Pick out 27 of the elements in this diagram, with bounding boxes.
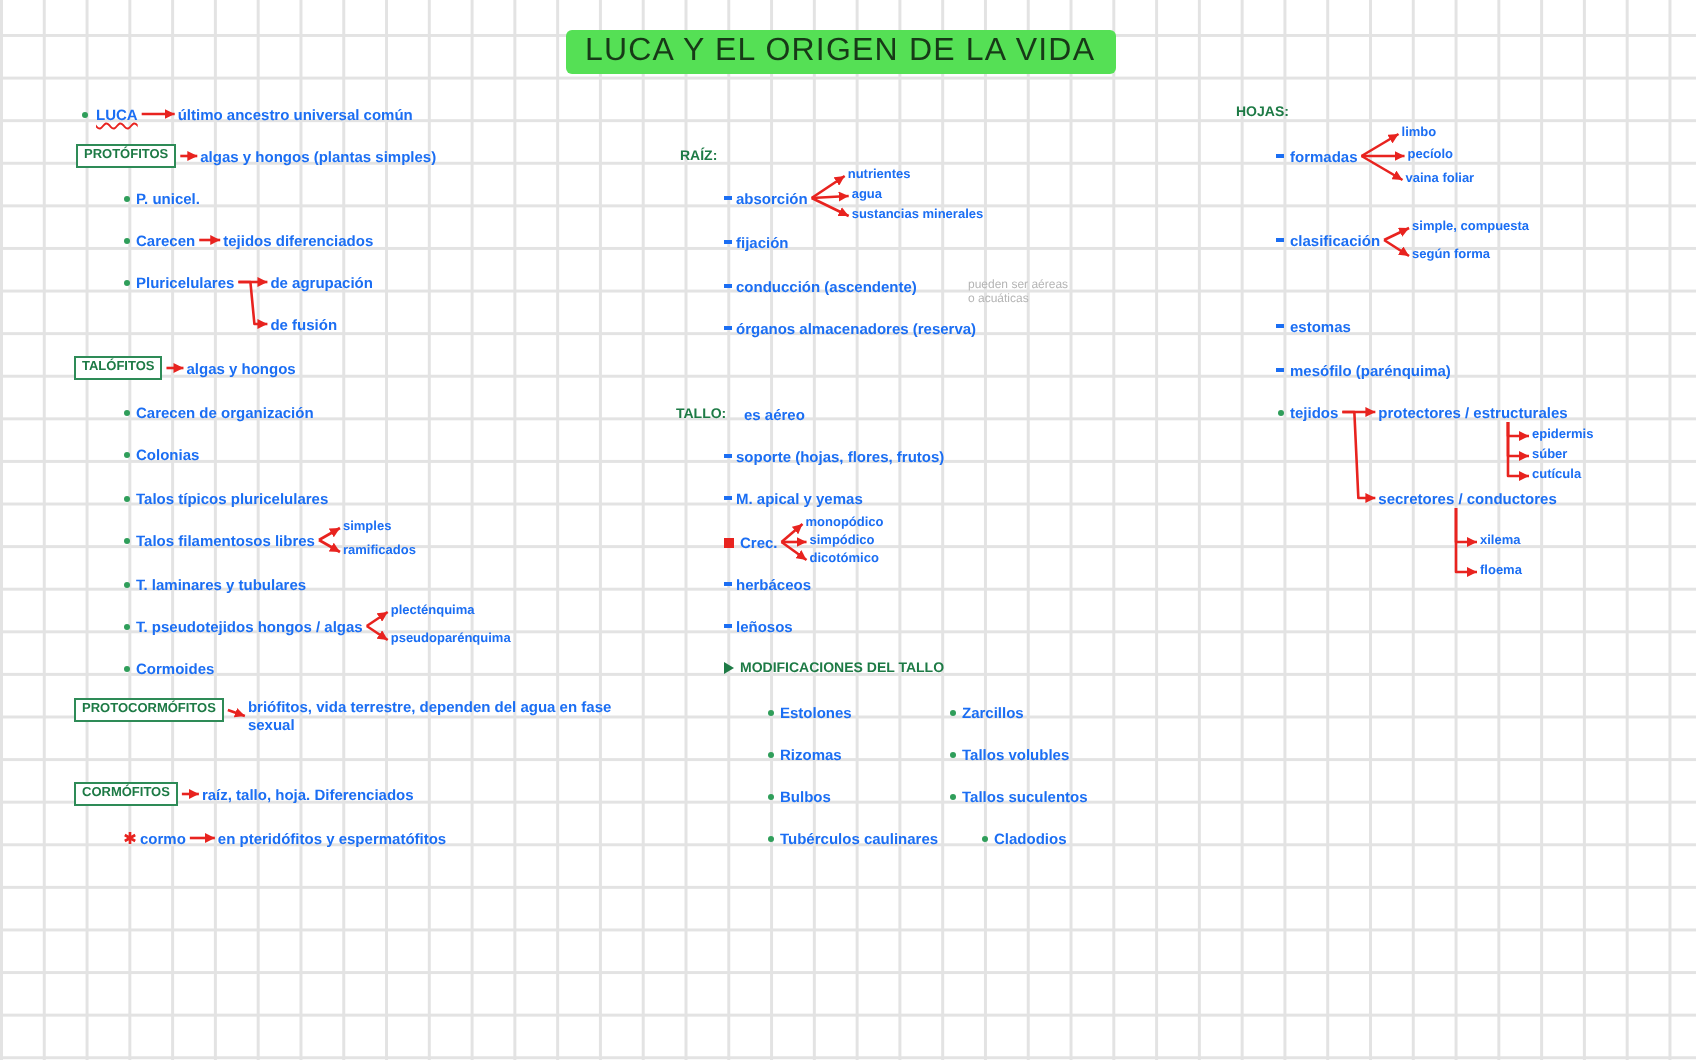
title: LUCA Y EL ORIGEN DE LA VIDA <box>565 30 1116 74</box>
arrow <box>166 363 184 373</box>
arrow <box>810 174 846 200</box>
arrow <box>1361 151 1405 161</box>
arrow <box>780 523 804 543</box>
arrow <box>781 537 807 547</box>
arrow <box>1360 154 1404 182</box>
arrow <box>318 526 341 542</box>
arrow <box>227 707 246 718</box>
arrow <box>318 538 341 554</box>
arrow <box>1383 226 1410 242</box>
arrow <box>780 540 808 562</box>
arrow <box>1454 508 1477 577</box>
arrow <box>1506 422 1529 481</box>
arrow <box>366 624 389 642</box>
arrow <box>189 833 215 843</box>
arrow <box>180 151 198 161</box>
arrow <box>811 196 850 218</box>
arrow <box>1360 132 1400 158</box>
arrow <box>238 280 268 329</box>
arrow <box>1342 410 1376 503</box>
arrow <box>199 235 221 245</box>
arrow <box>181 789 199 799</box>
arrow <box>1383 238 1410 258</box>
arrow <box>366 610 389 628</box>
arrow <box>141 109 175 119</box>
arrow <box>811 191 849 202</box>
